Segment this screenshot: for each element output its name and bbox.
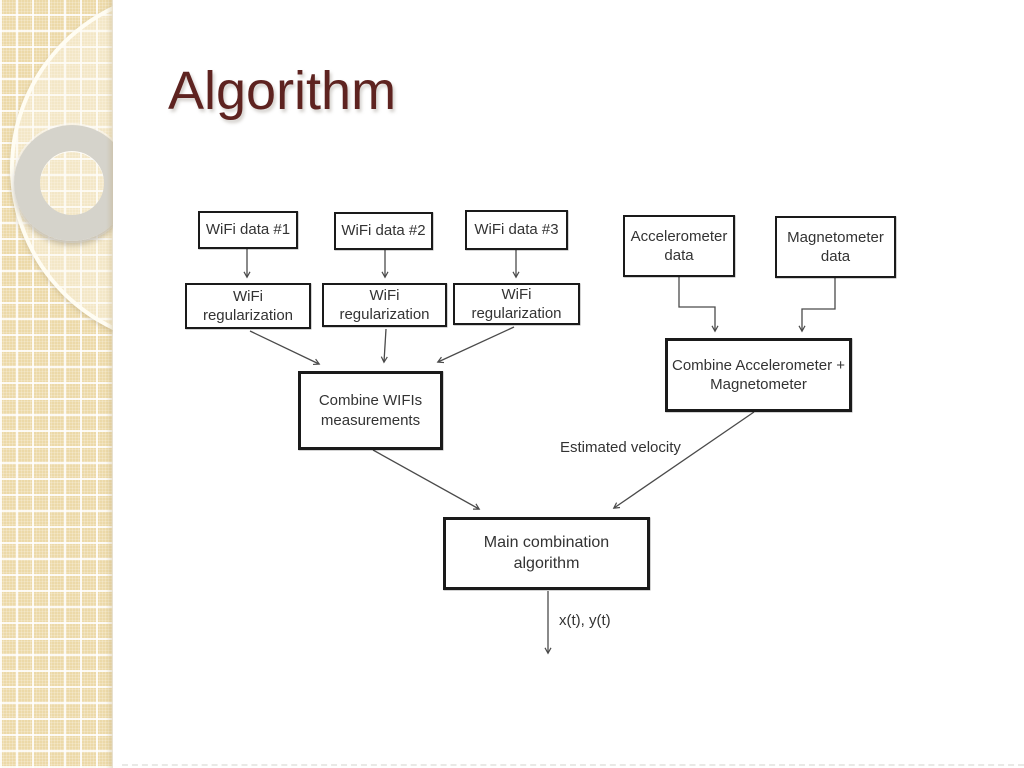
connector-accelerometer-to-combine-am bbox=[678, 277, 719, 333]
node-wifi-regularization-3: WiFi regularization bbox=[453, 283, 580, 325]
node-main-combination-algorithm: Main combination algorithm bbox=[443, 517, 650, 590]
node-accelerometer-data: Accelerometer data bbox=[623, 215, 735, 277]
node-wifi-regularization-2: WiFi regularization bbox=[322, 283, 447, 327]
node-wifi-data-2: WiFi data #2 bbox=[334, 212, 433, 250]
node-combine-wifis: Combine WIFIs measurements bbox=[298, 371, 443, 450]
connector-combine-wifis-to-main bbox=[372, 449, 481, 510]
connector-combine-am-to-main bbox=[612, 411, 755, 509]
node-combine-accel-magnet: Combine Accelerometer + Magnetometer bbox=[665, 338, 852, 412]
node-magnetometer-data: Magnetometer data bbox=[775, 216, 896, 278]
node-wifi-data-3: WiFi data #3 bbox=[465, 210, 568, 250]
edge-label-output-xt-yt: x(t), y(t) bbox=[559, 612, 611, 629]
page-title: Algorithm bbox=[168, 61, 397, 121]
edge-label-estimated-velocity: Estimated velocity bbox=[560, 439, 681, 456]
connector-reg3-to-combine-wifis bbox=[436, 326, 515, 364]
connector-reg2-to-combine-wifis bbox=[380, 328, 388, 364]
bottom-dashed-rule bbox=[122, 764, 1024, 766]
sidebar-edge-shadow bbox=[106, 0, 113, 768]
connector-magnetometer-to-combine-am bbox=[798, 278, 836, 333]
node-wifi-regularization-1: WiFi regularization bbox=[185, 283, 311, 329]
connector-reg1-to-combine-wifis bbox=[249, 330, 321, 366]
sidebar-decoration bbox=[0, 0, 113, 768]
node-wifi-data-1: WiFi data #1 bbox=[198, 211, 298, 249]
